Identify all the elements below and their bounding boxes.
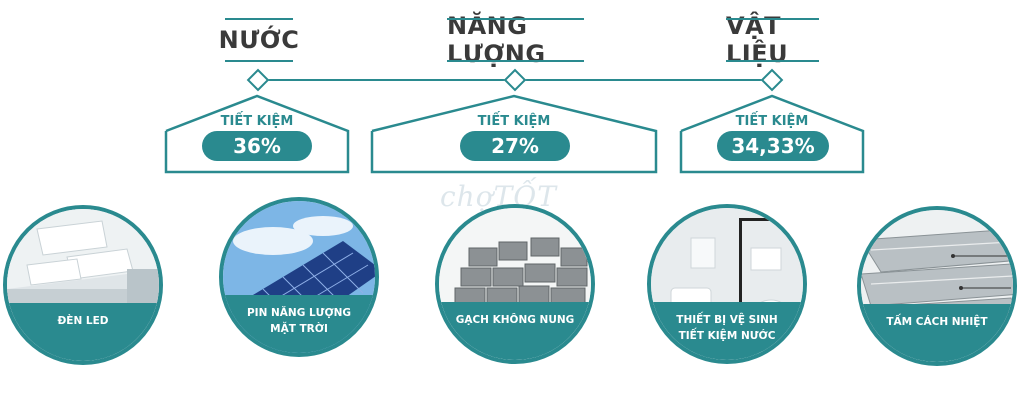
house-outline-water <box>164 94 350 174</box>
product-circle-bricks: GẠCH KHÔNG NUNG <box>435 204 595 364</box>
category-title-water: NƯỚC <box>219 18 299 62</box>
saving-pill-energy: 27% <box>460 131 570 161</box>
product-band-sanitary: THIẾT BỊ VỆ SINH TIẾT KIỆM NƯỚC <box>651 302 803 360</box>
product-band-insulation: TẤM CÁCH NHIỆT <box>861 304 1013 362</box>
house-outline-energy <box>370 94 658 174</box>
saving-label-materials: TIẾT KIỆM <box>735 114 809 129</box>
saving-pill-materials: 34,33% <box>717 131 829 161</box>
product-circle-solar: PIN NĂNG LƯỢNG MẶT TRỜI <box>219 197 379 357</box>
house-outlines <box>164 94 865 174</box>
product-band-bricks: GẠCH KHÔNG NUNG <box>439 302 591 360</box>
product-band-led: ĐÈN LED <box>7 303 159 361</box>
product-label-solar-line2: MẶT TRỜI <box>270 323 328 335</box>
product-label-bricks: GẠCH KHÔNG NUNG <box>455 314 575 326</box>
house-outline-materials <box>679 94 865 174</box>
category-title-materials: VẬT LIỆU <box>726 12 819 68</box>
saving-label-energy: TIẾT KIỆM <box>477 114 551 129</box>
product-label-led: ĐÈN LED <box>57 315 109 327</box>
product-label-sanitary-line1: THIẾT BỊ VỆ SINH <box>676 314 778 326</box>
product-label-sanitary-line2: TIẾT KIỆM NƯỚC <box>678 330 776 342</box>
product-circle-sanitary: THIẾT BỊ VỆ SINH TIẾT KIỆM NƯỚC <box>647 204 807 364</box>
category-title-energy: NĂNG LƯỢNG <box>447 12 584 68</box>
product-circle-led: ĐÈN LED <box>3 205 163 365</box>
product-band-solar: PIN NĂNG LƯỢNG MẶT TRỜI <box>223 295 375 353</box>
product-label-solar-line1: PIN NĂNG LƯỢNG <box>246 307 352 319</box>
saving-pill-water: 36% <box>202 131 312 161</box>
saving-label-water: TIẾT KIỆM <box>220 114 294 129</box>
product-circle-insulation: TẤM CÁCH NHIỆT <box>857 206 1017 366</box>
product-label-insulation: TẤM CÁCH NHIỆT <box>886 316 988 328</box>
